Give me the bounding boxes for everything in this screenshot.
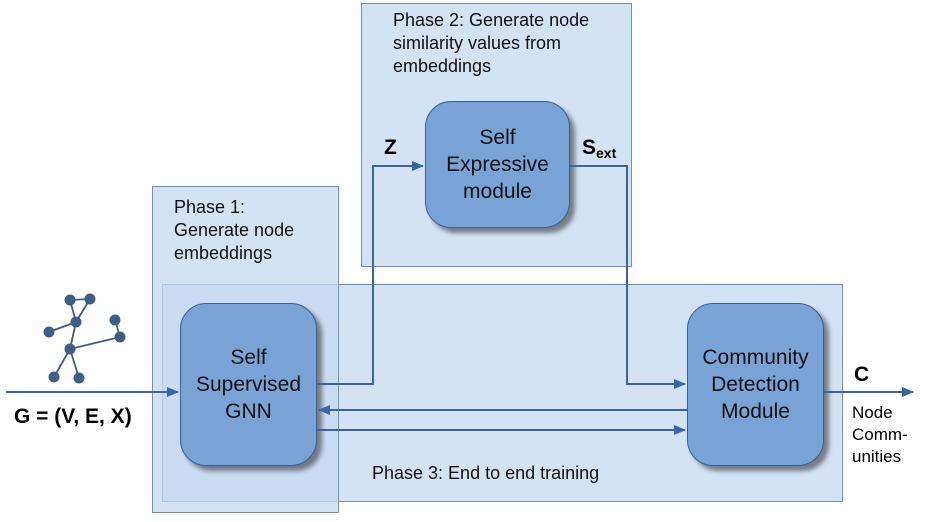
s-ext-label: Sext (582, 136, 616, 161)
phase-2-label: Phase 2: Generate node similarity values… (393, 10, 590, 76)
s-ext-arrow (570, 165, 686, 389)
input-graph-icon (43, 293, 126, 384)
self-supervised-gnn-module: Self Supervised GNN (180, 303, 317, 466)
self-expressive-label: Self Expressive module (446, 126, 549, 203)
input-graph-label: G = (V, E, X) (14, 405, 132, 428)
z-label: Z (384, 136, 397, 159)
self-expressive-module: Self Expressive module (425, 101, 570, 228)
node-communities-label: Node Comm- unities (852, 403, 908, 466)
s-ext-subscript: ext (596, 145, 617, 161)
z-arrow (317, 161, 424, 385)
phase-1-label: Phase 1: Generate node embeddings (174, 197, 295, 263)
phase-3-label: Phase 3: End to end training (372, 463, 600, 483)
community-detection-label: Community Detection Module (702, 346, 809, 423)
community-detection-module: Community Detection Module (687, 303, 824, 466)
self-supervised-gnn-label: Self Supervised GNN (195, 346, 302, 423)
c-label: C (854, 363, 870, 386)
s-ext-main: S (582, 136, 597, 159)
